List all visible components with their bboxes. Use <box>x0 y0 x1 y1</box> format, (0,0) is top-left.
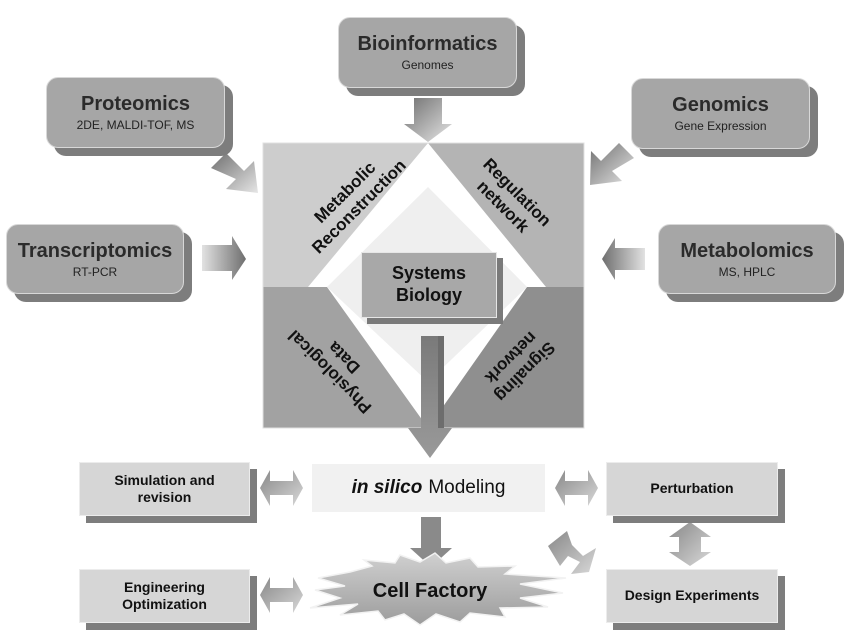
box-proteomics: Proteomics 2DE, MALDI-TOF, MS <box>46 77 225 148</box>
perturbation-label: Perturbation <box>650 480 734 497</box>
box-metabolomics: Metabolomics MS, HPLC <box>658 224 836 294</box>
double-arrow-simulation <box>260 470 303 506</box>
quadrant-top-right <box>428 143 584 287</box>
arrow-proteomics <box>211 153 258 193</box>
modeling-italic: in silico <box>351 477 423 498</box>
box-bioinformatics: Bioinformatics Genomes <box>338 17 517 88</box>
double-arrow-perturbation <box>555 470 598 506</box>
engineering-line1: Engineering <box>124 578 205 595</box>
proteomics-subtitle: 2DE, MALDI-TOF, MS <box>76 118 195 132</box>
metabolomics-title: Metabolomics <box>680 239 814 262</box>
systems-biology-line1: Systems <box>391 263 467 284</box>
quadrant-bottom-left <box>263 287 428 428</box>
genomics-subtitle: Gene Expression <box>674 119 767 133</box>
quadrant-bottom-right <box>428 287 584 428</box>
transcriptomics-title: Transcriptomics <box>17 239 173 262</box>
proteomics-title: Proteomics <box>81 93 190 115</box>
box-design-experiments: Design Experiments <box>606 569 778 623</box>
genomics-title: Genomics <box>672 94 769 116</box>
box-perturbation: Perturbation <box>606 462 778 516</box>
double-arrow-engineering <box>260 577 303 613</box>
cell-factory-label: Cell Factory <box>372 580 488 602</box>
arrow-modeling-to-cellfactory <box>410 517 452 567</box>
double-arrow-perturbation-design <box>669 522 711 566</box>
cell-factory-starburst <box>309 552 567 626</box>
modeling-label: Modeling <box>428 477 506 498</box>
simulation-line2: revision <box>137 489 192 505</box>
curved-arrow-design-modeling <box>548 531 596 574</box>
design-experiments-label: Design Experiments <box>624 587 760 604</box>
quadrant-top-left-fill <box>263 143 428 287</box>
transcriptomics-subtitle: RT-PCR <box>72 264 118 279</box>
engineering-line2: Optimization <box>122 596 207 612</box>
metabolomics-subtitle: MS, HPLC <box>718 264 776 279</box>
systems-biology-line2: Biology <box>396 285 462 305</box>
box-in-silico-modeling: in silico Modeling <box>312 464 545 512</box>
arrow-bioinformatics <box>404 98 452 142</box>
box-transcriptomics: Transcriptomics RT-PCR <box>6 224 184 294</box>
bioinformatics-subtitle: Genomes <box>401 58 454 72</box>
arrow-metabolomics <box>602 238 645 280</box>
core-square <box>262 142 585 429</box>
box-systems-biology: Systems Biology <box>361 252 497 318</box>
simulation-line1: Simulation and <box>114 471 215 488</box>
arrow-transcriptomics <box>202 236 246 280</box>
box-genomics: Genomics Gene Expression <box>631 78 810 149</box>
bioinformatics-title: Bioinformatics <box>357 33 498 55</box>
arrow-genomics <box>590 143 634 185</box>
